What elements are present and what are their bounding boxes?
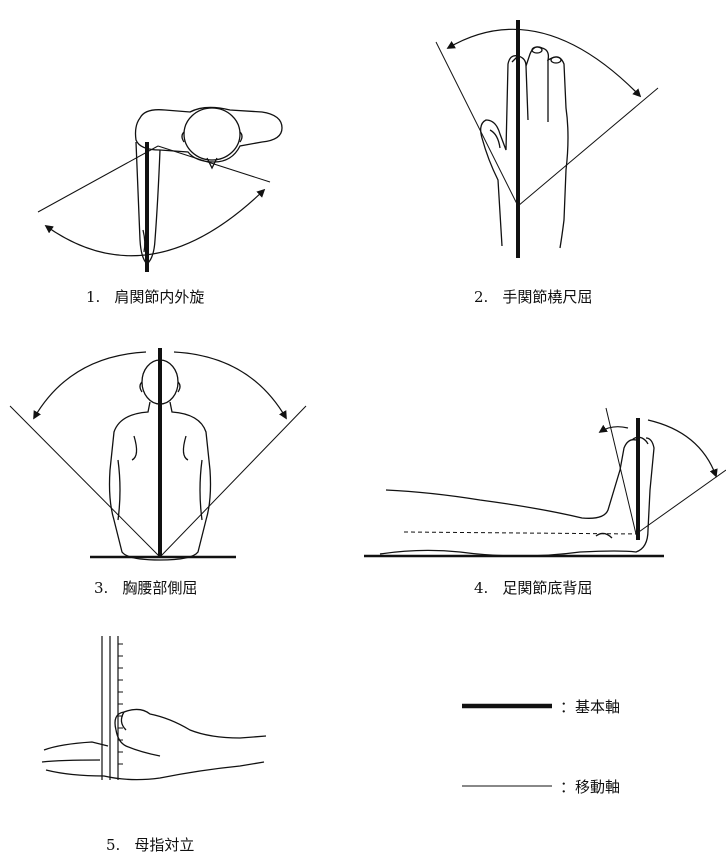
figure-4-ankle-flexion bbox=[364, 407, 726, 558]
legend-basic-axis-label: ：基本軸 bbox=[560, 698, 621, 716]
figure-1-label: 肩関節内外旋 bbox=[114, 288, 205, 306]
figure-2-number: 2. bbox=[474, 288, 489, 306]
figure-4-number: 4. bbox=[474, 579, 489, 597]
figure-5-thumb-opposition bbox=[41, 636, 267, 781]
figure-2-label: 手関節橈尺屈 bbox=[502, 288, 593, 306]
ruler-ticks bbox=[118, 643, 123, 765]
figure-2-caption: 2. 手関節橈尺屈 bbox=[474, 286, 592, 307]
figure-5-number: 5. bbox=[106, 836, 121, 854]
figure-1-shoulder-rotation bbox=[37, 106, 283, 265]
legend-moving-axis-label: ：移動軸 bbox=[560, 778, 621, 796]
figure-3-number: 3. bbox=[94, 579, 109, 597]
figure-5-label: 母指対立 bbox=[134, 836, 195, 854]
figure-4-caption: 4. 足関節底背屈 bbox=[474, 577, 592, 598]
figure-4-label: 足関節底背屈 bbox=[502, 579, 593, 597]
figure-2-wrist-deviation bbox=[435, 28, 659, 249]
figure-3-caption: 3. 胸腰部側屈 bbox=[94, 577, 197, 598]
figure-1-caption: 1. 肩関節内外旋 bbox=[86, 286, 204, 307]
figure-3-label: 胸腰部側屈 bbox=[122, 579, 198, 597]
figure-1-number: 1. bbox=[86, 288, 101, 306]
figure-5-caption: 5. 母指対立 bbox=[106, 834, 194, 855]
